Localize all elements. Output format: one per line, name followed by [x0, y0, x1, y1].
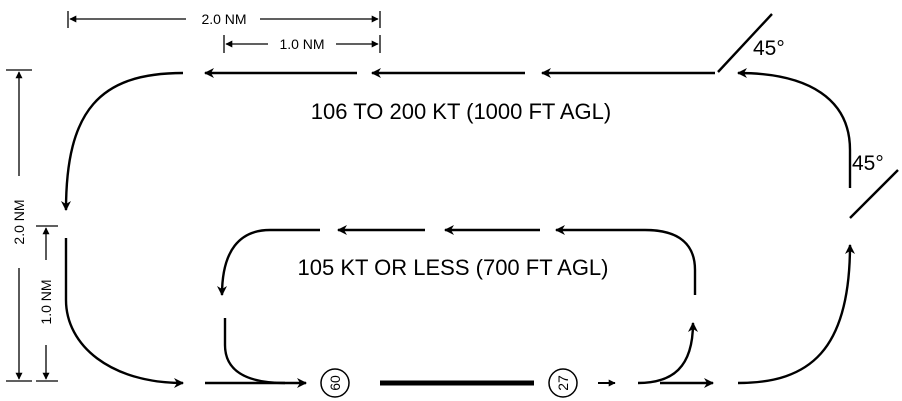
inner-pattern-label: 105 KT OR LESS (700 FT AGL) — [298, 255, 609, 280]
dimension-label-horizontal-1nm: 1.0 NM — [279, 36, 324, 52]
inner-pattern — [205, 225, 714, 388]
runway-end-60: 60 — [320, 368, 350, 398]
dimension-label-horizontal-2nm: 2.0 NM — [201, 11, 246, 27]
entry-45-right — [849, 169, 899, 219]
svg-text:60: 60 — [327, 375, 343, 391]
outer-pattern-label: 106 TO 200 KT (1000 FT AGL) — [311, 99, 611, 124]
dimension-horizontal-2nm — [67, 11, 381, 28]
entry-45-top — [717, 13, 773, 73]
outer-pattern — [61, 68, 855, 388]
svg-text:27: 27 — [555, 375, 571, 391]
runway-end-27: 27 — [548, 368, 578, 398]
dimension-label-vertical-1nm: 1.0 NM — [38, 279, 54, 324]
angle-label-top: 45° — [753, 37, 785, 60]
dimension-vertical-2nm — [6, 69, 32, 382]
dimension-vertical-1nm — [36, 225, 58, 382]
dimension-label-vertical-2nm: 2.0 NM — [11, 199, 27, 244]
angle-label-right: 45° — [852, 152, 884, 175]
dimension-horizontal-1nm — [223, 35, 381, 53]
